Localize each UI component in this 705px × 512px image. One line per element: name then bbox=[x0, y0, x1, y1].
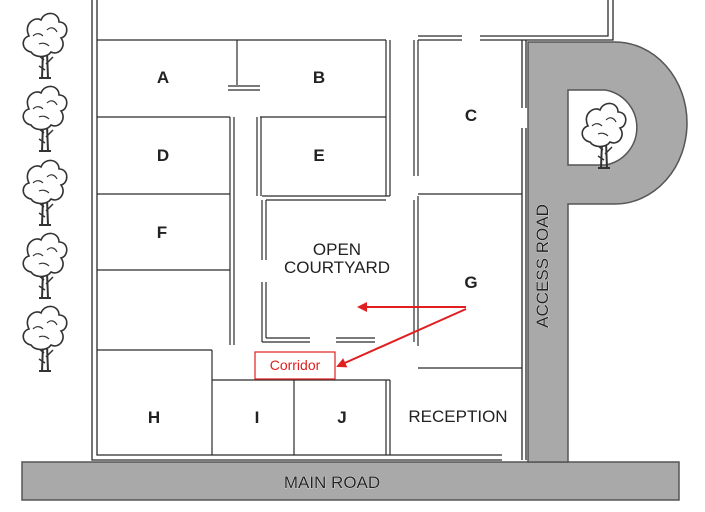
courtyard-label-line1: OPEN bbox=[313, 240, 361, 259]
tree-icon bbox=[22, 85, 68, 152]
corridor-annotation: Corridor bbox=[254, 302, 467, 380]
access-road-label: ACCESS ROAD bbox=[533, 204, 552, 328]
room-f-label: F bbox=[157, 223, 167, 242]
room-e-label: E bbox=[313, 146, 324, 165]
interior-walls bbox=[97, 39, 522, 455]
tree-icon bbox=[22, 12, 68, 80]
tree-icon bbox=[22, 232, 68, 299]
reception-label: RECEPTION bbox=[408, 407, 507, 426]
tree-icon bbox=[22, 159, 68, 226]
corridor-label-box bbox=[254, 351, 336, 380]
building-walls bbox=[91, 0, 614, 461]
room-i-label: I bbox=[255, 408, 260, 427]
room-labels: A B C D E F G H I J OPEN COURTYARD RECEP… bbox=[148, 68, 508, 427]
room-a-label: A bbox=[157, 68, 169, 87]
tree-column bbox=[22, 12, 68, 372]
arrow-to-corridor-label bbox=[336, 308, 467, 368]
room-c-label: C bbox=[465, 106, 477, 125]
main-road-label: MAIN ROAD bbox=[284, 473, 380, 492]
main-road: MAIN ROAD bbox=[21, 461, 680, 501]
tree-icon bbox=[581, 102, 627, 169]
corridor-label: Corridor bbox=[270, 357, 321, 373]
room-j-label: J bbox=[337, 408, 346, 427]
courtyard-label-line2: COURTYARD bbox=[284, 258, 390, 277]
tree-icon bbox=[22, 305, 68, 372]
room-g-label: G bbox=[464, 273, 477, 292]
room-d-label: D bbox=[157, 146, 169, 165]
room-b-label: B bbox=[313, 68, 325, 87]
access-road: ACCESS ROAD bbox=[527, 41, 688, 463]
room-h-label: H bbox=[148, 408, 160, 427]
